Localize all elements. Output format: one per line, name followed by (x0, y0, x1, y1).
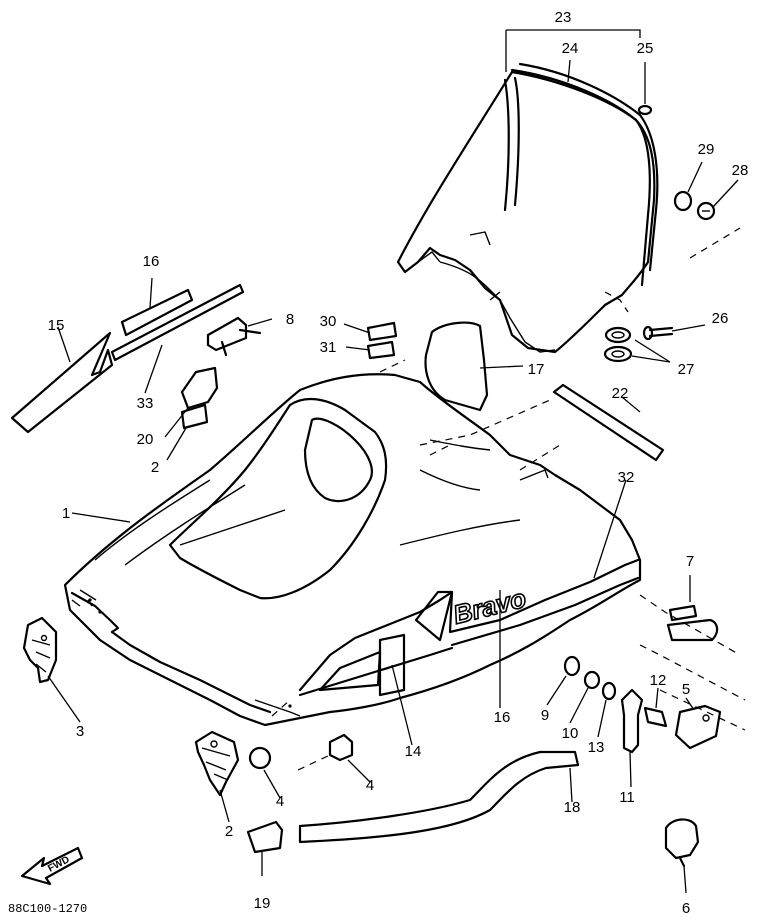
nut-29 (673, 190, 693, 212)
decal-31 (366, 340, 396, 360)
clip-25 (637, 104, 653, 116)
pad-2-upper (180, 403, 209, 430)
callout-14: 14 (405, 743, 422, 760)
pad-19 (246, 820, 284, 854)
leader-lines (47, 29, 739, 894)
washer-28 (696, 201, 716, 221)
knob-6 (664, 818, 700, 868)
fwd-arrow-icon: FWD (20, 846, 84, 886)
decal-15 (10, 331, 114, 434)
hinge-bracket-2 (194, 730, 240, 797)
callout-4-left: 4 (276, 793, 284, 810)
callout-labels: 23 24 25 29 28 26 27 22 17 30 31 8 16 15… (48, 9, 749, 917)
callout-27: 27 (678, 361, 695, 378)
callout-15: 15 (48, 317, 65, 334)
callout-10: 10 (562, 725, 579, 742)
callout-16-top: 16 (143, 253, 160, 270)
hinge-8 (206, 316, 262, 357)
hinge-bracket-3 (22, 616, 58, 684)
decal-16-top (120, 288, 194, 337)
callout-28: 28 (732, 162, 749, 179)
callout-6: 6 (682, 900, 690, 917)
callout-3: 3 (76, 723, 84, 740)
callout-4-right: 4 (366, 777, 374, 794)
callout-23: 23 (555, 9, 572, 26)
part-code: 88C100-1270 (8, 902, 87, 916)
latch-arm-11 (620, 688, 644, 754)
callout-16-bottom: 16 (494, 709, 511, 726)
callout-17: 17 (528, 361, 545, 378)
bumper-4-left (248, 746, 272, 770)
callout-12: 12 (650, 672, 667, 689)
callout-22: 22 (612, 385, 629, 402)
callout-13: 13 (588, 739, 605, 756)
seal-strip-22 (552, 383, 665, 462)
callout-29: 29 (698, 141, 715, 158)
callout-31: 31 (320, 339, 337, 356)
callout-24: 24 (562, 40, 579, 57)
callout-32: 32 (618, 469, 635, 486)
gasket-17 (424, 321, 489, 412)
trim-18 (298, 750, 580, 844)
callout-1: 1 (62, 505, 70, 522)
callout-19: 19 (254, 895, 271, 912)
decal-33 (110, 283, 245, 362)
pin-12 (643, 706, 668, 728)
callout-7: 7 (686, 553, 694, 570)
callout-5: 5 (682, 681, 690, 698)
callout-25: 25 (637, 40, 654, 57)
bracket-5 (674, 704, 722, 750)
callout-9: 9 (541, 707, 549, 724)
washer-13 (601, 681, 617, 701)
bumper-4-right (328, 733, 354, 762)
callout-18: 18 (564, 799, 581, 816)
hood-1 (63, 373, 642, 727)
screw-26 (642, 325, 674, 341)
callout-30: 30 (320, 313, 337, 330)
callout-8: 8 (286, 311, 294, 328)
callout-2-lower: 2 (225, 823, 233, 840)
reference-lines (271, 227, 746, 771)
pad-20 (180, 366, 219, 410)
washer-9 (563, 655, 581, 677)
callout-20: 20 (137, 431, 154, 448)
decal-30 (366, 321, 398, 342)
grommets-27 (603, 326, 633, 363)
windshield (396, 62, 659, 354)
callout-2-upper: 2 (151, 459, 159, 476)
washer-10 (583, 670, 601, 690)
callout-11: 11 (619, 789, 635, 806)
callout-33: 33 (137, 395, 154, 412)
latch-7 (666, 604, 719, 642)
callout-26: 26 (712, 310, 729, 327)
